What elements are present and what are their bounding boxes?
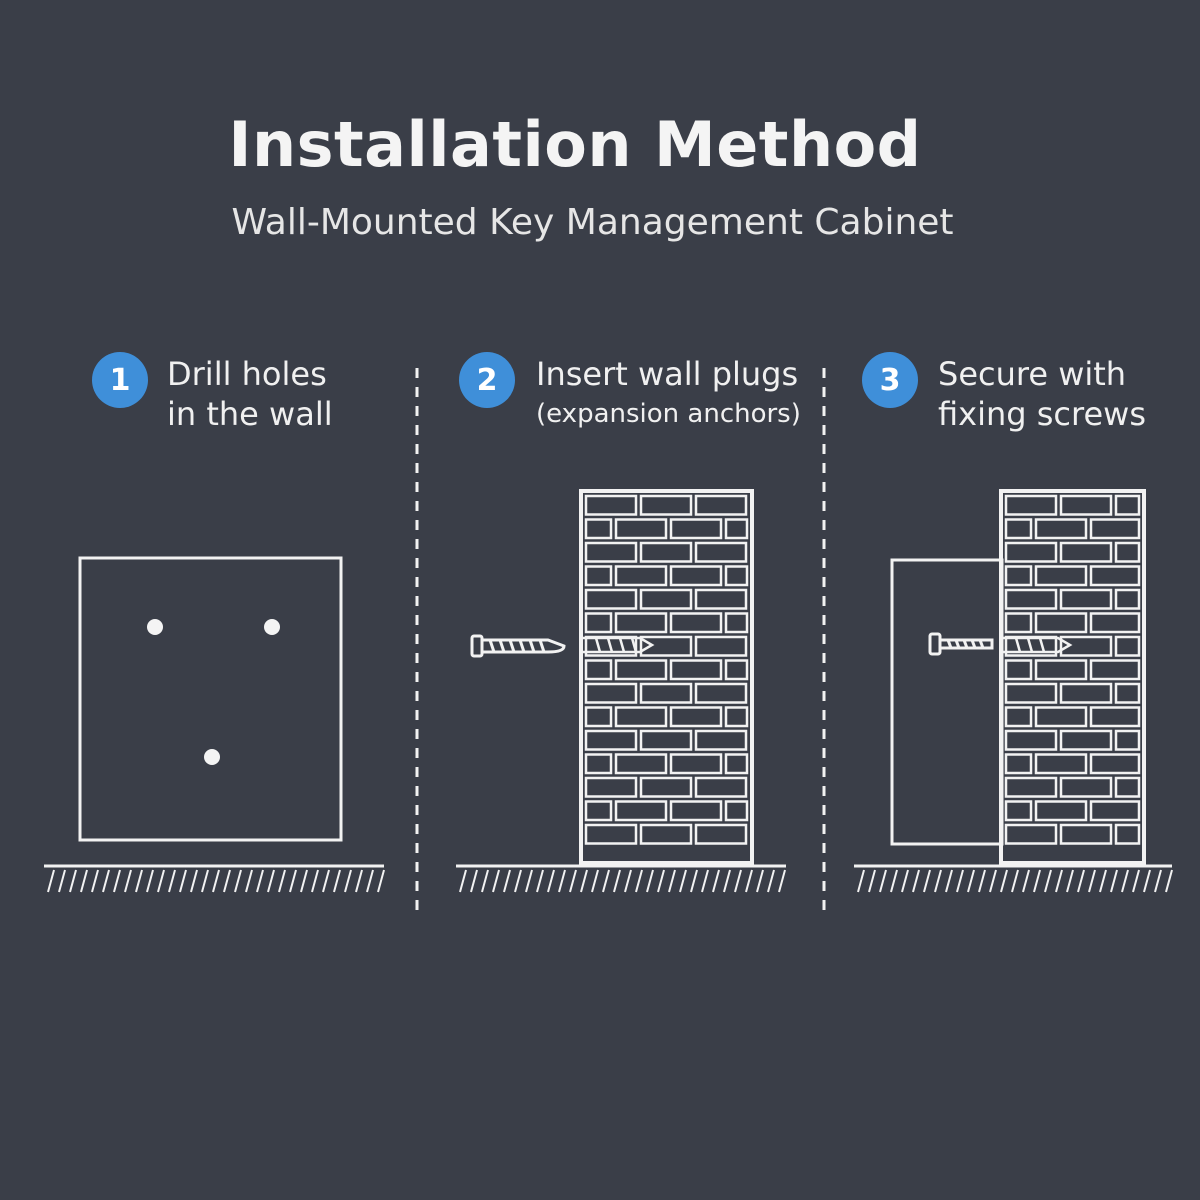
step-1-line1: Drill holes <box>167 355 327 393</box>
step-2-label: Insert wall plugs (expansion anchors) <box>536 354 801 434</box>
drill-hole <box>264 619 280 635</box>
cabinet-icon <box>890 558 1004 846</box>
screw-icon <box>928 632 994 656</box>
step-3-line1: Secure with <box>938 355 1127 393</box>
step-1-line2: in the wall <box>167 395 333 433</box>
drill-hole <box>147 619 163 635</box>
ground-hatch-icon <box>456 864 786 893</box>
inserted-plug-icon <box>583 636 655 654</box>
drill-holes-panel-icon <box>78 556 343 842</box>
wall-plug-icon <box>470 634 566 658</box>
step-2-line2: (expansion anchors) <box>536 399 801 429</box>
step-3-badge: 3 <box>862 352 918 408</box>
page-subtitle: Wall-Mounted Key Management Cabinet <box>231 202 954 243</box>
ground-hatch-icon <box>854 864 1173 893</box>
step-3-line2: fixing screws <box>938 395 1146 433</box>
step-2-line1: Insert wall plugs <box>536 355 799 393</box>
step-1-label: Drill holes in the wall <box>167 354 333 434</box>
step-1-badge: 1 <box>92 352 148 408</box>
ground-hatch-icon <box>44 864 385 893</box>
brick-wall-icon <box>999 489 1146 865</box>
step-2-badge: 2 <box>459 352 515 408</box>
brick-wall-icon <box>579 489 754 865</box>
inserted-screw-icon <box>1003 636 1073 654</box>
drill-hole <box>204 749 220 765</box>
step-3-label: Secure with fixing screws <box>938 354 1146 434</box>
page-title: Installation Method <box>228 108 922 181</box>
